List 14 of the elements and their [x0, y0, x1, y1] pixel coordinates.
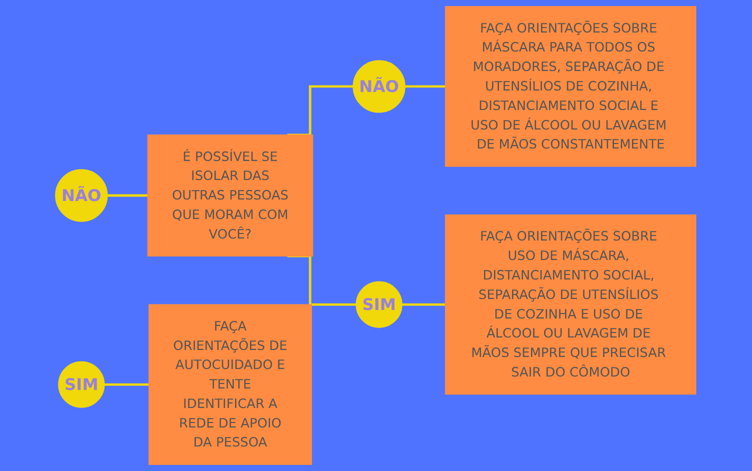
node-box: FAÇA ORIENTAÇÕES SOBRE MÁSCARA PARA TODOS OS MORADORES, SEPARAÇÃO DE UTENSÍLIOS DE COZINHA, DISTANCIAMENTO SOCIAL E USO DE ÁLCOOL OU LAVAGEM DE MÃOS CONSTANTEMENTE [445, 6, 697, 167]
node-box: É POSSÍVEL SE ISOLAR DAS OUTRAS PESSOAS QUE MORAM COM VOCÊ? [148, 134, 314, 256]
node-circle: SIM [356, 281, 403, 328]
connector [288, 85, 354, 136]
node-circle: NÃO [55, 169, 108, 222]
connector [405, 85, 446, 88]
node-circle: NÃO [353, 60, 406, 113]
connector [288, 254, 356, 306]
node-circle: SIM [58, 361, 106, 408]
connector [104, 383, 150, 386]
connector [108, 194, 148, 197]
node-box: FAÇA ORIENTAÇÕES SOBRE USO DE MÁSCARA, DISTANCIAMENTO SOCIAL, SEPARAÇÃO DE UTENSÍLIOS DE COZINHA E USO DE ÁLCOOL OU LAVAGEM DE MÃOS SEMPRE QUE PRECISAR SAIR DO CÔMODO [445, 214, 697, 395]
node-box: FAÇA ORIENTAÇÕES DE AUTOCUIDADO E TENTE IDENTIFICAR A REDE DE APOIO DA PESSOA [148, 304, 312, 465]
connector [402, 303, 446, 306]
